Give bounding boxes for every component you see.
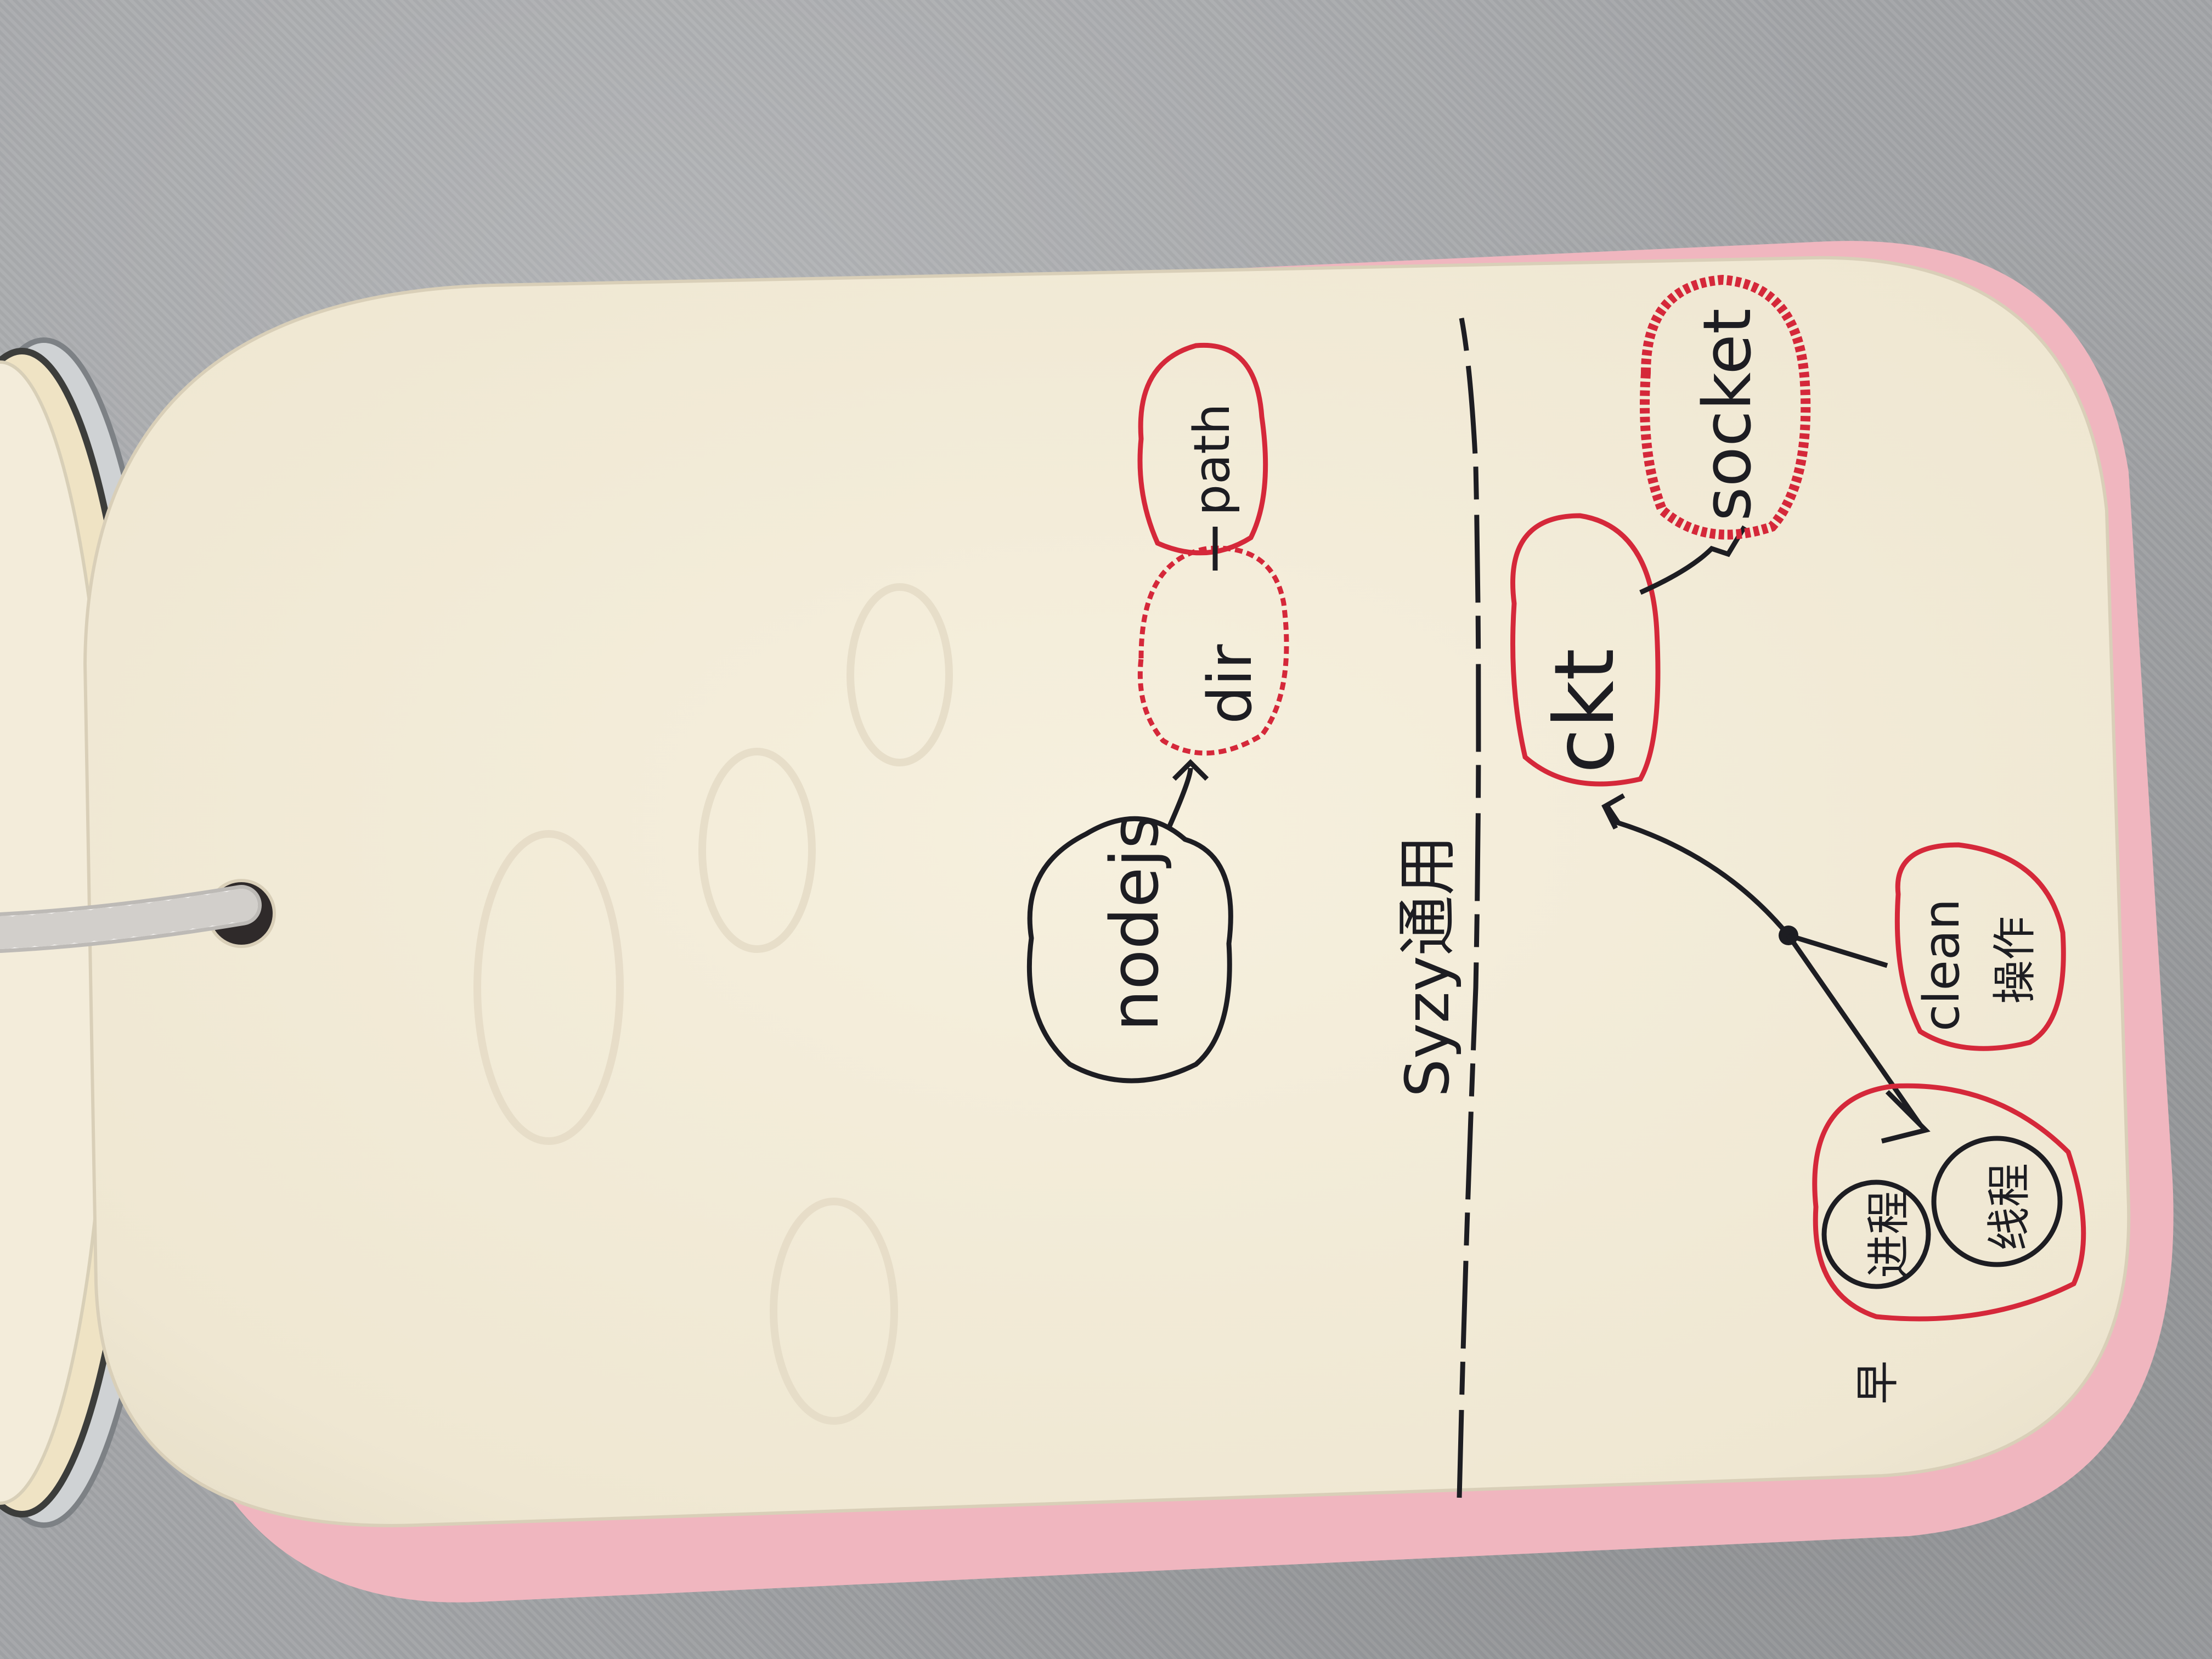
clean-sub: 操作 [1989,916,2040,1004]
bottom-label-group: 早 [1852,1361,1903,1404]
socket-text: socket [1690,308,1766,521]
clean-label: clean [1913,899,1971,1031]
process-thread-bubble: 进程 线程 [1812,1083,2086,1322]
ckt-text: ckt [1537,648,1633,774]
tag-string [0,885,262,953]
divider-line [1457,307,1481,1498]
nodejs-text: nodejs [1097,815,1173,1031]
embossed-marks [473,583,953,1425]
divider-label-group: Syzy通用 [1392,835,1463,1097]
nodejs-bubble: nodejs [1026,815,1233,1084]
dir-bubble: dir [1137,545,1289,756]
clean-bubble: clean 操作 [1894,842,2066,1051]
paper-tag [83,256,2131,1527]
branch-line [1605,805,1791,937]
divider-label: Syzy通用 [1392,835,1463,1097]
arrow-ckt-socket [1639,525,1747,595]
path-text: path [1183,403,1241,516]
process-text: 进程 [1863,1190,1914,1278]
bottom-label: 早 [1852,1361,1903,1404]
socket-bubble: socket [1640,274,1811,540]
dir-text: dir [1195,644,1265,724]
ckt-bubble: ckt [1510,513,1661,787]
thread-text: 线程 [1984,1163,2035,1251]
arrow-nodejs-dir [1166,768,1193,830]
path-bubble: path [1137,342,1268,571]
